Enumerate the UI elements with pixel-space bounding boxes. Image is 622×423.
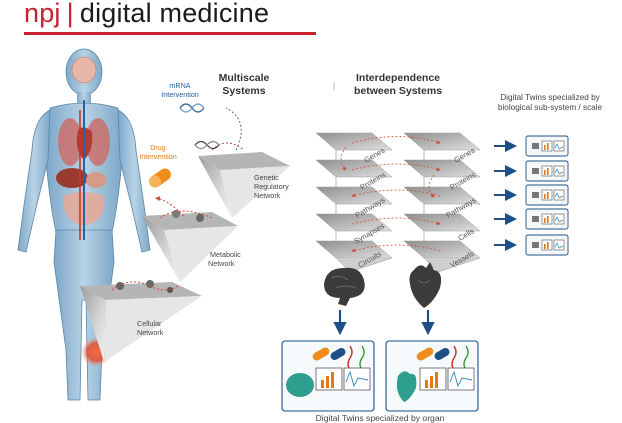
human-body-illustration	[17, 48, 151, 401]
dna-helix-icon	[194, 140, 220, 150]
mrna-label-1: mRNA	[169, 81, 190, 90]
green-dna-icon	[359, 345, 365, 371]
organ-caption: Digital Twins specialized by organ	[316, 413, 445, 423]
heart-organ-icon	[409, 262, 442, 308]
molecule-icon	[532, 168, 539, 174]
left-lung-icon	[58, 118, 82, 166]
brain-model-icon	[286, 373, 314, 397]
genetic-label-2: Regulatory	[254, 182, 289, 191]
subsystem-twin-card	[525, 135, 569, 157]
blue-capsule-icon	[330, 348, 346, 360]
subsystem-twin-card	[525, 234, 569, 256]
brain-organ-icon	[324, 267, 365, 306]
stomach-icon	[86, 172, 106, 188]
brand-name: digital medicine	[79, 0, 270, 28]
molecule-icon	[532, 242, 539, 248]
subsystem-caption-1: Digital Twins specialized by	[500, 93, 600, 102]
blue-capsule-icon	[434, 348, 450, 360]
orange-capsule-icon	[416, 347, 434, 361]
molecule-icon	[532, 192, 539, 198]
interdependence-title-1: Interdependence	[356, 72, 440, 84]
mrna-label-2: Intervention	[161, 90, 199, 99]
interdependence-title-2: between Systems	[354, 85, 442, 97]
molecule-icon	[532, 216, 539, 222]
genetic-label-3: Network	[254, 191, 281, 200]
right-lung-icon	[86, 118, 110, 166]
subsystem-twin-card	[525, 208, 569, 230]
drug-label-1: Drug	[150, 143, 166, 152]
green-dna-icon	[463, 345, 469, 371]
multiscale-title-2: Systems	[222, 85, 265, 97]
brain-twin-card	[281, 340, 375, 412]
header-rule	[24, 32, 316, 35]
red-dna-icon	[347, 345, 353, 371]
subsystem-arrows	[494, 140, 517, 251]
right-layer-stack	[403, 132, 481, 273]
subsystem-twin-card	[525, 184, 569, 206]
cellular-label-2: Network	[137, 328, 164, 337]
metabolic-label-1: Metabolic	[210, 250, 241, 259]
multiscale-title-1: Multiscale	[219, 72, 270, 84]
red-dna-icon	[451, 345, 457, 371]
subsystem-twin-card	[525, 160, 569, 182]
brain-icon	[71, 56, 97, 84]
cellular-network-pyramid	[80, 280, 202, 362]
mrna-strand-icon	[179, 103, 205, 113]
metabolic-network-pyramid	[142, 210, 238, 282]
multiscale-diagram	[80, 103, 290, 362]
brand-npj: npj	[24, 0, 61, 28]
genetic-label-1: Genetic	[254, 173, 279, 182]
cross-stack-links	[340, 136, 441, 253]
molecule-icon	[532, 143, 539, 149]
journal-header: npj|digital medicine	[24, 0, 324, 36]
drug-capsule-icon	[149, 168, 171, 188]
subsystem-caption-2: biological sub-system / scale	[498, 103, 603, 112]
heart-twin-card	[385, 340, 479, 412]
heart-model-icon	[396, 371, 417, 402]
cellular-label-1: Cellular	[137, 319, 162, 328]
orange-capsule-icon	[312, 347, 330, 361]
genetic-network-pyramid	[198, 142, 290, 218]
journal-logo: npj|digital medicine	[24, 0, 269, 29]
metabolic-label-2: Network	[208, 259, 235, 268]
brand-separator: |	[66, 0, 74, 28]
drug-label-2: Intervention	[139, 152, 177, 161]
